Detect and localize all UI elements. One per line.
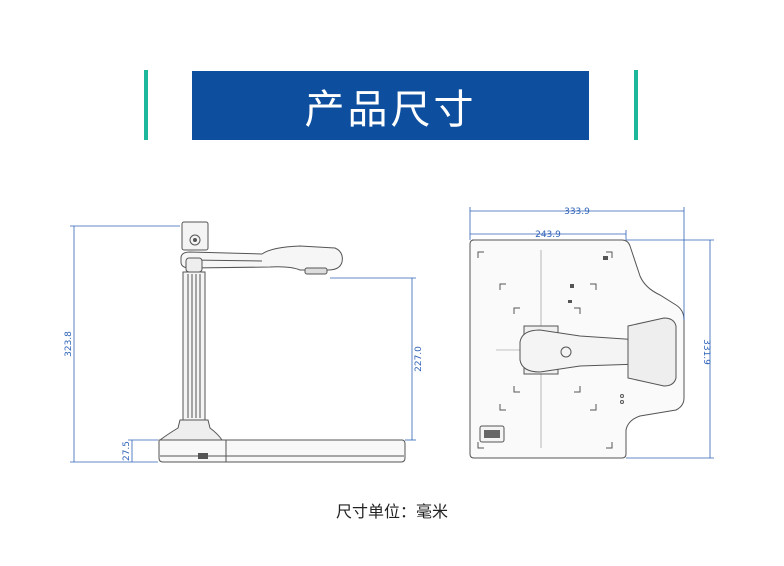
camera-head bbox=[181, 221, 209, 251]
title-banner: 产品尺寸 bbox=[192, 71, 589, 140]
dim-depth: 331.9 bbox=[701, 339, 711, 365]
top-rear-housing bbox=[627, 317, 677, 387]
dim-base-height: 27.5 bbox=[122, 441, 132, 461]
right-accent-bar bbox=[634, 70, 638, 140]
arm-joint bbox=[185, 257, 203, 273]
pole-base bbox=[158, 419, 223, 441]
top-lens bbox=[560, 346, 572, 358]
side-view bbox=[158, 221, 406, 463]
base-platform bbox=[158, 439, 406, 463]
arm-lens-module bbox=[304, 267, 328, 275]
side-view-dimensions bbox=[70, 225, 416, 463]
camera-lens bbox=[189, 234, 201, 246]
dim-platform-width: 243.9 bbox=[535, 230, 561, 240]
top-view-dimensions bbox=[469, 207, 714, 459]
stand-pole bbox=[182, 271, 206, 421]
page-title: 产品尺寸 bbox=[304, 86, 477, 133]
dim-total-height: 323.8 bbox=[64, 331, 74, 357]
dim-total-width: 333.9 bbox=[564, 207, 590, 217]
unit-note: 尺寸单位：毫米 bbox=[335, 502, 448, 521]
dim-platform-height: 227.0 bbox=[414, 346, 424, 372]
top-view bbox=[469, 239, 685, 459]
base-connector bbox=[198, 453, 208, 459]
left-accent-bar bbox=[144, 70, 148, 140]
